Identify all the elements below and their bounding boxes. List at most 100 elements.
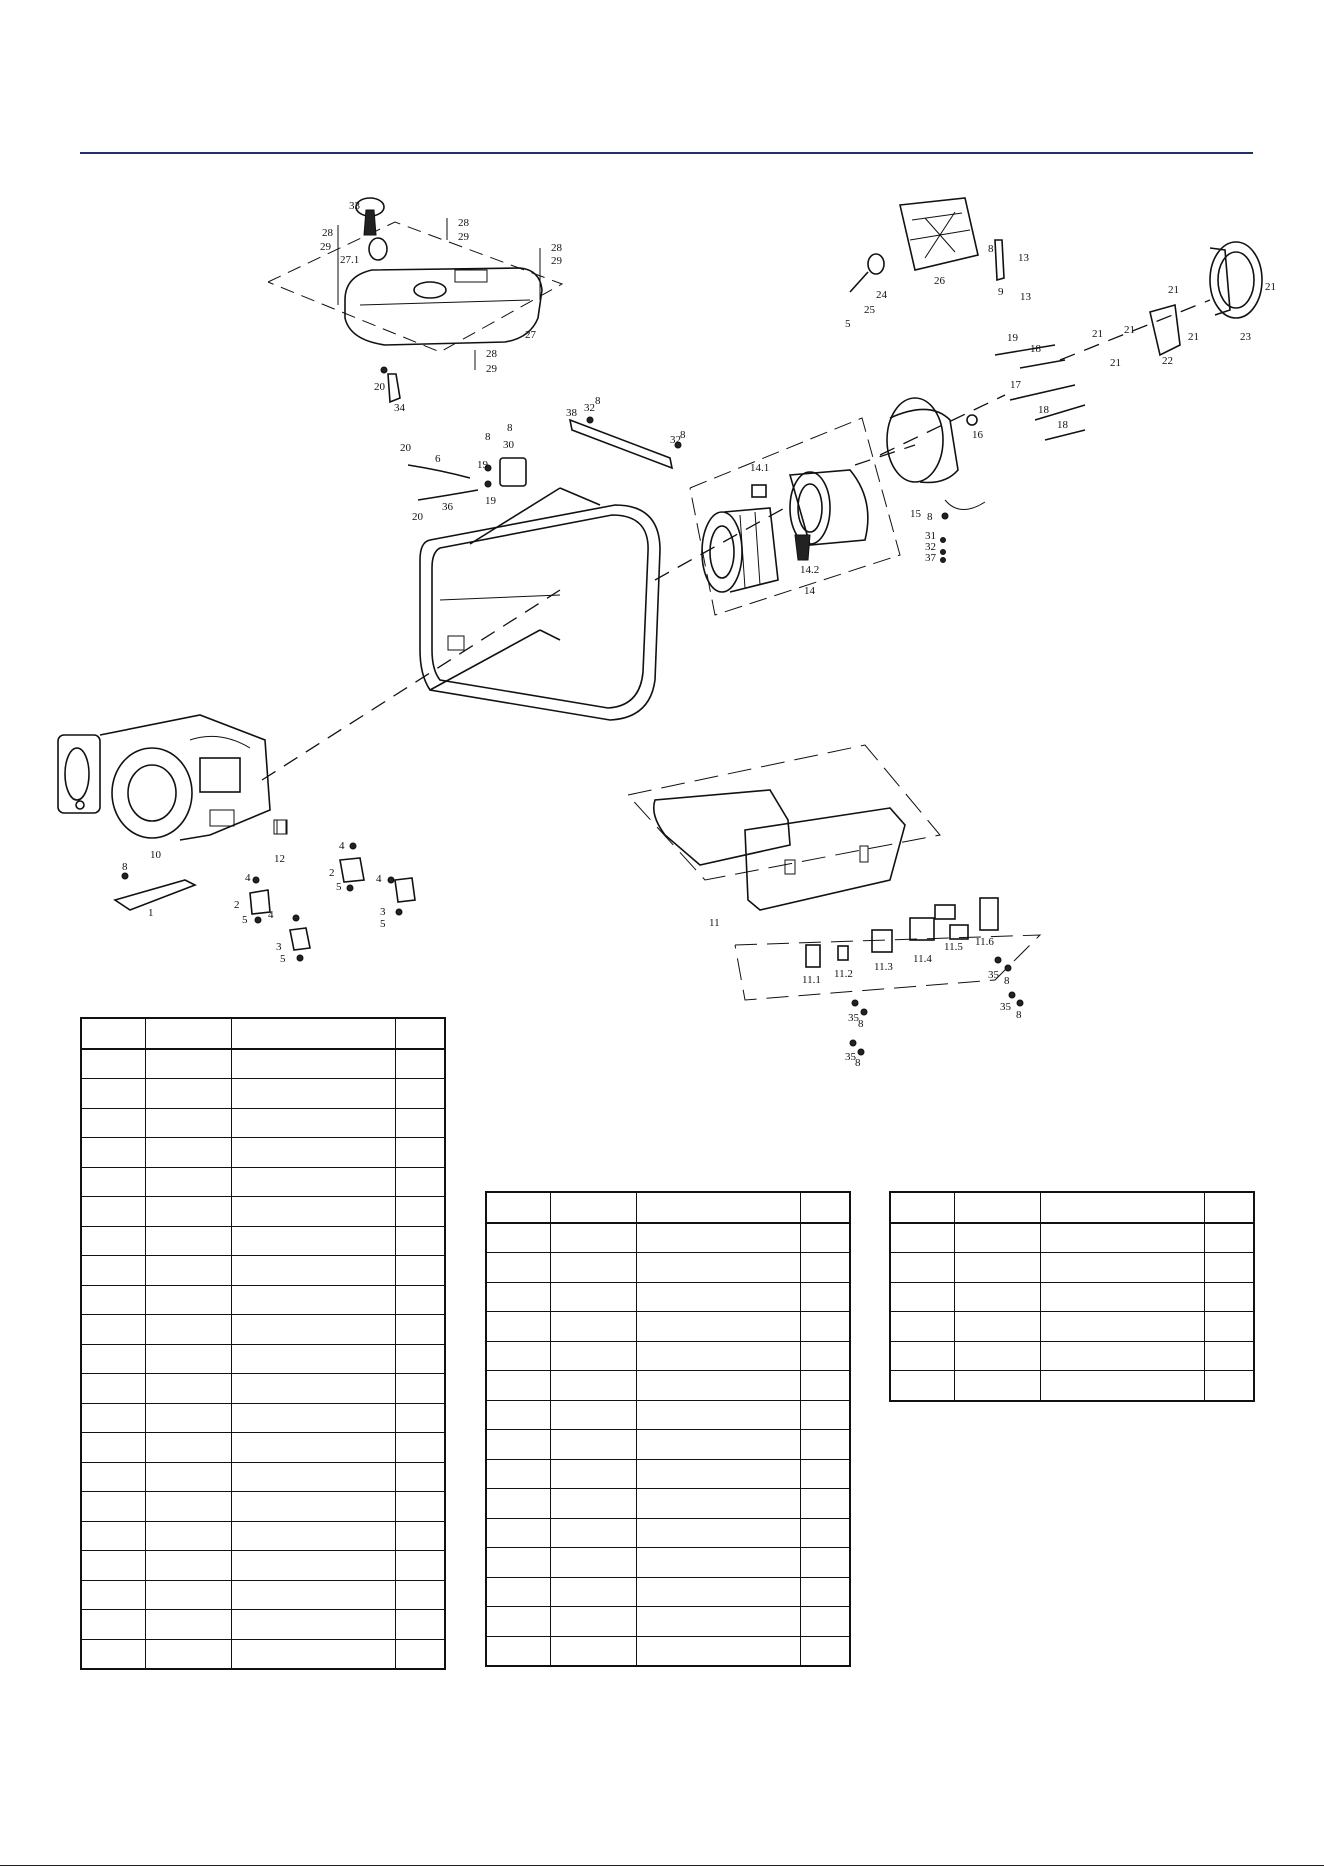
table-cell [230,1314,396,1345]
parts-table-middle [485,1191,851,1667]
fuel-tank-assembly [267,197,564,404]
callout-14-1: 14.1 [750,462,769,474]
table-cell [635,1547,801,1578]
table-header-cell [230,1017,396,1050]
table-cell [799,1281,851,1312]
callout-28: 28 [458,217,470,229]
table-cell [144,1107,232,1138]
table-cell [889,1281,955,1312]
callout-3: 3 [380,906,386,918]
callout-8: 8 [680,429,686,441]
table-cell [485,1370,551,1401]
table-cell [1039,1340,1205,1371]
table-cell [549,1429,637,1460]
table-cell [230,1491,396,1522]
table-cell [394,1491,446,1522]
table-row [889,1252,1255,1283]
table-cell [230,1196,396,1227]
callout-33: 33 [349,200,361,212]
through-bolts [994,344,1086,441]
callout-14: 14 [804,585,816,597]
callout-17: 17 [1010,379,1022,391]
table-cell [394,1107,446,1138]
table-header-cell [953,1191,1041,1224]
callout-35: 35 [848,1012,860,1024]
callout-11-5: 11.5 [944,941,963,953]
table-cell [953,1222,1041,1253]
callout-29: 29 [486,363,498,375]
table-cell [230,1166,396,1197]
table-row [80,1638,446,1670]
table-row [80,1402,446,1433]
table-cell [394,1314,446,1345]
table-cell [1203,1252,1255,1283]
table-cell [230,1137,396,1168]
table-header-cell [889,1191,955,1224]
table-cell [144,1461,232,1492]
callout-8: 8 [1004,975,1010,987]
table-cell [230,1432,396,1463]
table-header-cell [394,1017,446,1050]
table-cell [635,1281,801,1312]
table-cell [799,1576,851,1607]
table-cell [485,1635,551,1667]
callout-21: 21 [1168,284,1179,296]
table-cell [799,1606,851,1637]
table-cell [230,1579,396,1610]
table-cell [80,1196,146,1227]
table-cell [1039,1281,1205,1312]
table-row [80,1520,446,1551]
callout-8: 8 [507,422,513,434]
callout-8: 8 [595,395,601,407]
table-row [80,1137,446,1168]
callout-35: 35 [845,1051,857,1063]
table-cell [635,1222,801,1253]
table-cell [394,1520,446,1551]
callout-8: 8 [1016,1009,1022,1021]
table-cell [549,1370,637,1401]
table-cell [144,1638,232,1670]
callout-8: 8 [927,511,933,523]
table-cell [953,1281,1041,1312]
table-cell [144,1343,232,1374]
callout-11-2: 11.2 [834,968,853,980]
table-cell [549,1399,637,1430]
table-row [80,1579,446,1610]
callout-11-1: 11.1 [802,974,821,986]
callout-22: 22 [1162,355,1173,367]
table-cell [485,1576,551,1607]
callout-34: 34 [394,402,406,414]
callout-13: 13 [1020,291,1032,303]
table-cell [394,1166,446,1197]
table-cell [144,1432,232,1463]
callout-20: 20 [374,381,386,393]
callout-4: 4 [268,909,274,921]
table-header-cell [485,1191,551,1224]
table-cell [889,1222,955,1253]
table-row [485,1311,851,1342]
table-cell [144,1196,232,1227]
table-row [889,1311,1255,1342]
table-cell [485,1252,551,1283]
table-cell [80,1078,146,1109]
table-cell [144,1166,232,1197]
callout-labels: 33 28 29 27.1 28 29 28 29 27 28 29 20 34… [122,200,1276,1069]
table-cell [635,1517,801,1548]
table-row [485,1458,851,1489]
callout-31: 31 [925,530,936,542]
table-cell [230,1550,396,1581]
callout-38: 38 [566,407,578,419]
callout-19: 19 [1007,332,1019,344]
callout-14-2: 14.2 [800,564,819,576]
table-cell [635,1370,801,1401]
table-cell [889,1370,955,1401]
table-row [80,1166,446,1197]
table-cell [1203,1370,1255,1401]
table-cell [549,1252,637,1283]
table-row [485,1576,851,1607]
callout-28: 28 [551,242,563,254]
table-cell [485,1340,551,1371]
callout-18: 18 [1057,419,1069,431]
table-cell [394,1579,446,1610]
table-row [80,1078,446,1109]
